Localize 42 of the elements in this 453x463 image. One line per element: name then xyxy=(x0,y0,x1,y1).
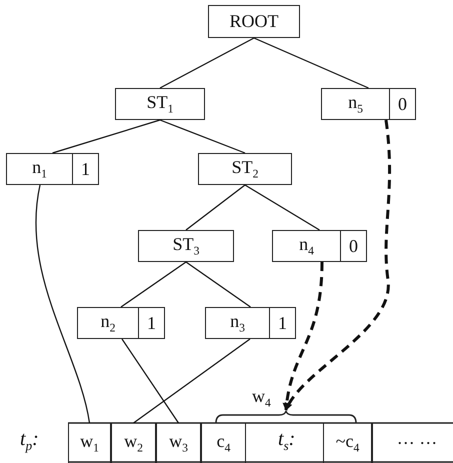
connector-line xyxy=(35,184,90,424)
tape-cell: ··· ··· xyxy=(372,423,453,463)
node-value: 1 xyxy=(269,308,295,338)
tape-cell: c$_{4}$ xyxy=(201,423,246,463)
connector-line xyxy=(244,184,320,231)
tree-node-box: ST$_{1}$ xyxy=(115,88,205,120)
node-name: n$_{5}$ xyxy=(347,92,364,116)
tree-node-box: ST$_{3}$ xyxy=(138,230,234,262)
node-value: 1 xyxy=(72,154,98,184)
node-name: n$_{2}$ xyxy=(100,311,116,335)
arrow xyxy=(284,120,392,411)
connector-line xyxy=(120,262,186,308)
node-value: 0 xyxy=(389,89,415,119)
tape-label: t$_{p}$: xyxy=(20,428,39,454)
tree-node-box xyxy=(77,307,165,339)
tree-node-box xyxy=(205,307,296,339)
connector-line xyxy=(186,262,251,308)
node-name: n$_{4}$ xyxy=(298,234,315,258)
connector-line xyxy=(52,119,160,154)
tape-cell: w$_{3}$ xyxy=(156,423,201,463)
tree-node-box xyxy=(6,153,99,185)
connector-line xyxy=(254,37,369,89)
brace-label: w$_{4}$ xyxy=(252,386,271,410)
connector-line xyxy=(186,184,246,230)
connector-line xyxy=(160,119,246,154)
node-value: 0 xyxy=(340,231,366,261)
connector-line xyxy=(133,338,250,424)
node-name: n$_{3}$ xyxy=(229,311,246,335)
curly-brace xyxy=(215,410,357,423)
connector-line xyxy=(122,338,179,424)
tree-node-box xyxy=(321,88,416,120)
tape-cell: ~c$_{4}$ xyxy=(323,423,372,463)
node-name: n$_{1}$ xyxy=(31,157,48,181)
tape-cell: w$_{1}$ xyxy=(68,423,111,463)
tree-node-box: ROOT xyxy=(208,5,300,38)
tree-node-box: ST$_{2}$ xyxy=(198,153,292,185)
tree-node-box xyxy=(272,230,367,262)
tape-cell: w$_{2}$ xyxy=(111,423,156,463)
tape-label: t$_{s}$: xyxy=(278,428,296,454)
node-value: 1 xyxy=(138,308,164,338)
arrow xyxy=(282,262,324,411)
connector-line xyxy=(160,37,254,89)
